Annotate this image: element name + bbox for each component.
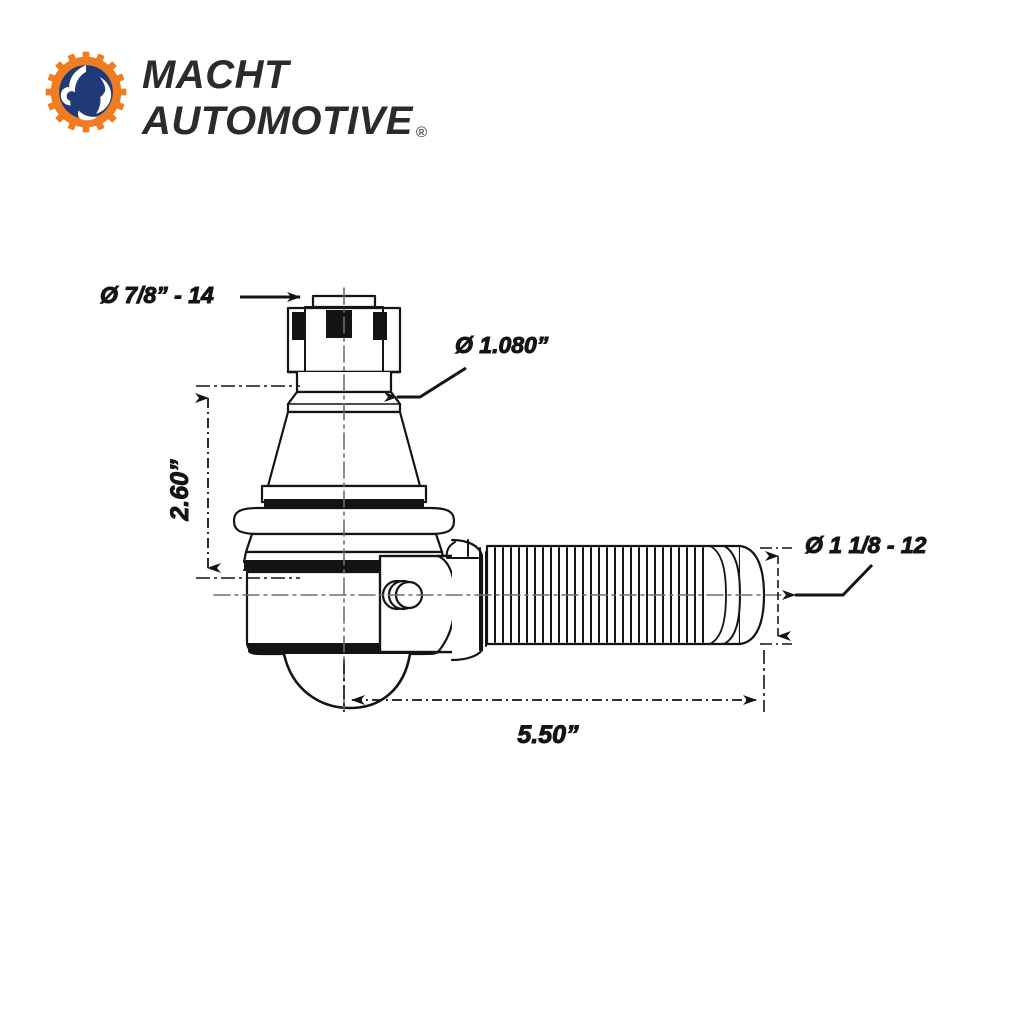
dimension-length — [343, 650, 765, 712]
dimension-length-label: 5.50” — [517, 721, 579, 749]
dimension-stud-taper — [384, 366, 467, 402]
brand-logo: MACHT AUTOMOTIVE® — [44, 48, 428, 144]
dimension-height — [195, 385, 300, 579]
registered-trademark-icon: ® — [415, 124, 428, 141]
dimension-stud-taper-label: Ø 1.080” — [455, 332, 549, 358]
brand-name-line-1: MACHT — [142, 53, 289, 97]
centre-lines — [213, 287, 801, 713]
dimension-shank-thread — [782, 563, 874, 600]
brand-name-line-2-text: AUTOMOTIVE — [142, 99, 413, 143]
dimension-shank-diameter-ticks — [760, 547, 792, 645]
dimension-height-label: 2.60” — [166, 459, 194, 522]
brand-wordmark: MACHT AUTOMOTIVE® — [142, 48, 428, 144]
brand-name-line-2: AUTOMOTIVE® — [142, 98, 428, 144]
dimension-stud-thread-label: Ø 7/8” - 14 — [100, 282, 214, 308]
gear-globe-icon — [45, 51, 127, 133]
dimension-shank-thread-label: Ø 1 1/8 - 12 — [805, 532, 927, 558]
